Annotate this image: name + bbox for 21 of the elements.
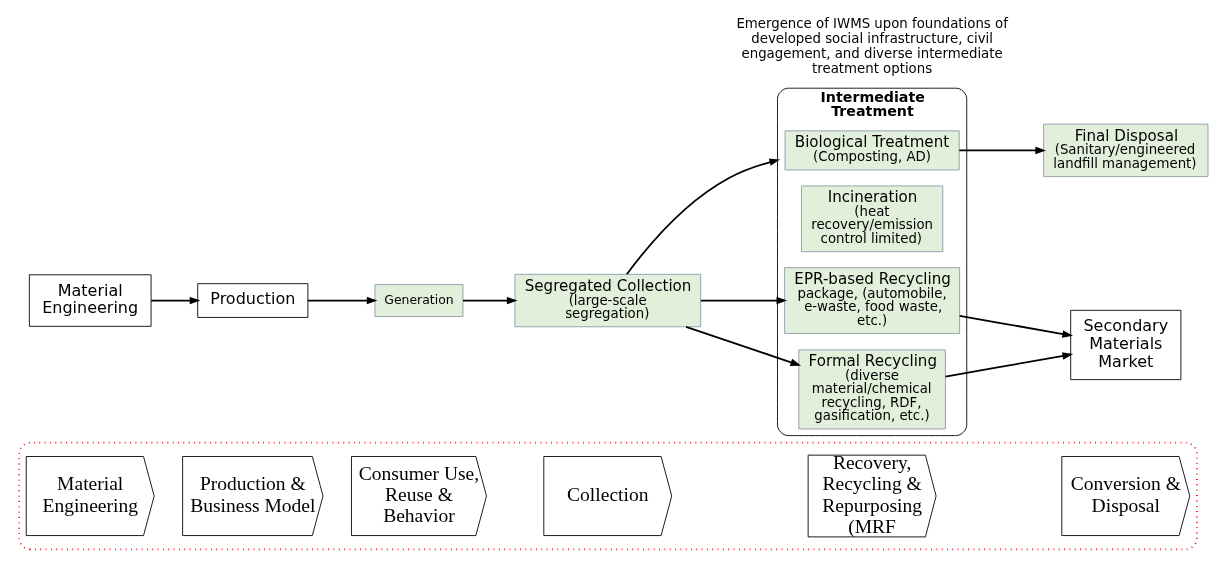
- arrow: [307, 296, 378, 305]
- arrow: [944, 352, 1074, 378]
- arrow: [700, 296, 788, 305]
- node-box: EPR-based Recycling package, (automobile, e-waste, food waste, etc.): [784, 267, 961, 334]
- arrow: [625, 158, 781, 276]
- cluster: [18, 441, 1198, 551]
- node-box: Incineration (heat recovery/emission control limited): [801, 185, 944, 253]
- arrow: [462, 296, 518, 305]
- arrow: [685, 325, 802, 366]
- node-box: Material Engineering: [28, 274, 152, 327]
- label: Emergence of IWMS upon foundations of developed social infrastructure, civil engagement, and diverse intermediate treatment options: [736, 15, 1008, 77]
- node-box: Secondary Materials Market: [1070, 309, 1182, 381]
- node-box: Production: [197, 283, 309, 318]
- node-box: Formal Recycling (diverse material/chemical recycling, RDF, gasification, etc.): [798, 349, 946, 430]
- node-box: Biological Treatment (Composting, AD): [784, 130, 960, 171]
- arrow: [150, 296, 201, 305]
- node-box: Segregated Collection (large-scale segregation): [514, 273, 702, 328]
- arrow: [958, 146, 1047, 155]
- arrow: [958, 314, 1074, 338]
- node-box: Generation: [374, 284, 464, 317]
- node-box: Final Disposal (Sanitary/engineered landfill management): [1043, 123, 1209, 178]
